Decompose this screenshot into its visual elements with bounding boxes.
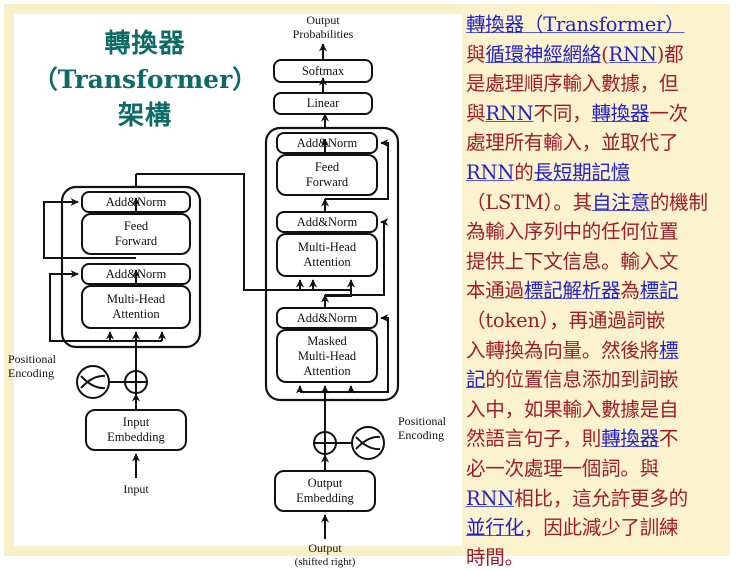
encoder-positional-encoding-label: Positional Encoding xyxy=(8,352,57,380)
description-line: 是處理順序輸入數據，但 xyxy=(466,69,726,99)
description-line: 必一次處理一個詞。與 xyxy=(466,454,726,484)
description-line: 然語言句子，則轉換器不 xyxy=(466,424,726,454)
description-link[interactable]: 並行化 xyxy=(466,516,524,540)
description-text: 不同， xyxy=(533,101,592,125)
description-line: 為輸入序列中的任何位置 xyxy=(466,217,726,247)
transformer-description-panel: 轉換器（Transformer）與循環神經網絡(RNN)都是處理順序輸入數據，但… xyxy=(462,6,730,569)
description-line: 記的位置信息添加到詞嵌 xyxy=(466,365,726,395)
description-link[interactable]: RNN xyxy=(608,42,657,66)
description-text: 的位置信息添加到詞嵌 xyxy=(485,368,679,392)
title-line-2: （Transformer） xyxy=(32,65,258,94)
decoder-output-shifted-label: Output (shifted right) xyxy=(294,541,356,568)
decoder-positional-encoding-label: Positional Encoding xyxy=(398,414,447,442)
transformer-architecture-diagram: Output Probabilities Softmax Linear Add&… xyxy=(8,13,446,568)
description-line: RNN的長短期記憶 xyxy=(466,158,726,188)
description-link[interactable]: 轉換器（Transformer） xyxy=(466,13,685,36)
description-text: 必一次處理一個詞。與 xyxy=(466,456,660,480)
description-link[interactable]: 記 xyxy=(466,368,486,392)
description-text: 然語言句子，則 xyxy=(466,427,602,451)
description-link[interactable]: RNN xyxy=(466,160,515,184)
description-line: （token），再通過詞嵌 xyxy=(466,306,726,336)
output-probabilities-label: Output Probabilities xyxy=(292,13,354,41)
description-text: )都 xyxy=(656,42,684,66)
description-line: 與RNN不同，轉換器一次 xyxy=(466,99,726,129)
title-line-1: 轉換器 xyxy=(104,29,186,59)
description-text: 處理所有輸入，並取代了 xyxy=(466,131,679,155)
description-link[interactable]: 轉換器 xyxy=(601,427,660,451)
description-text-body: 轉換器（Transformer）與循環神經網絡(RNN)都是處理順序輸入數據，但… xyxy=(466,10,726,572)
description-link[interactable]: 長短期記憶 xyxy=(533,160,631,184)
encoder-input-label: Input xyxy=(123,482,149,496)
description-link[interactable]: RNN xyxy=(466,486,515,510)
description-text: （token），再通過詞嵌 xyxy=(466,308,666,332)
description-link[interactable]: 轉換器 xyxy=(591,101,650,125)
title-line-3: 架構 xyxy=(117,101,172,131)
description-text: 本通過 xyxy=(466,279,524,303)
page-title: 轉換器 （Transformer） 架構 xyxy=(20,26,270,134)
description-text: （LSTM）。其 xyxy=(466,190,592,214)
description-link[interactable]: 循環神經網絡 xyxy=(485,42,602,66)
description-text: 提供上下文信息。輸入文 xyxy=(466,249,679,273)
description-text: 入中，如果輸入數據是自 xyxy=(466,397,679,421)
description-text: 入轉換為向量。然後將 xyxy=(466,338,660,362)
description-link[interactable]: 自注意 xyxy=(591,190,650,214)
description-line: 處理所有輸入，並取代了 xyxy=(466,128,726,158)
description-text: 的機制 xyxy=(649,190,708,214)
description-text: 的 xyxy=(514,160,534,184)
description-line: 時間。 xyxy=(466,543,726,572)
description-text: 不 xyxy=(659,427,679,451)
description-line: （LSTM）。其自注意的機制 xyxy=(466,188,726,218)
description-line: 入中，如果輸入數據是自 xyxy=(466,395,726,425)
description-line: 轉換器（Transformer） xyxy=(466,10,726,40)
description-line: RNN相比，這允許更多的 xyxy=(466,484,726,514)
description-line: 本通過標記解析器為標記 xyxy=(466,276,726,306)
description-text: 一次 xyxy=(649,101,688,125)
description-text: 為輸入序列中的任何位置 xyxy=(466,220,679,244)
description-line: 入轉換為向量。然後將標 xyxy=(466,336,726,366)
description-link[interactable]: 標記 xyxy=(639,279,679,303)
description-link[interactable]: 標記解析器 xyxy=(523,279,621,303)
description-link[interactable]: RNN xyxy=(485,101,534,125)
description-text: 與 xyxy=(466,42,486,66)
description-line: 提供上下文信息。輸入文 xyxy=(466,247,726,277)
description-text: 是處理順序輸入數據，但 xyxy=(466,72,679,96)
description-text: 相比，這允許更多的 xyxy=(514,486,688,510)
description-text: ，因此減少了訓練 xyxy=(523,516,679,540)
description-text: ( xyxy=(601,42,609,66)
description-text: 為 xyxy=(620,279,640,303)
description-line: 並行化，因此減少了訓練 xyxy=(466,513,726,543)
description-text: 時間。 xyxy=(466,545,524,569)
description-text: 與 xyxy=(466,101,486,125)
description-link[interactable]: 標 xyxy=(659,338,679,362)
diagram-svg xyxy=(43,43,400,539)
description-line: 與循環神經網絡(RNN)都 xyxy=(466,40,726,70)
